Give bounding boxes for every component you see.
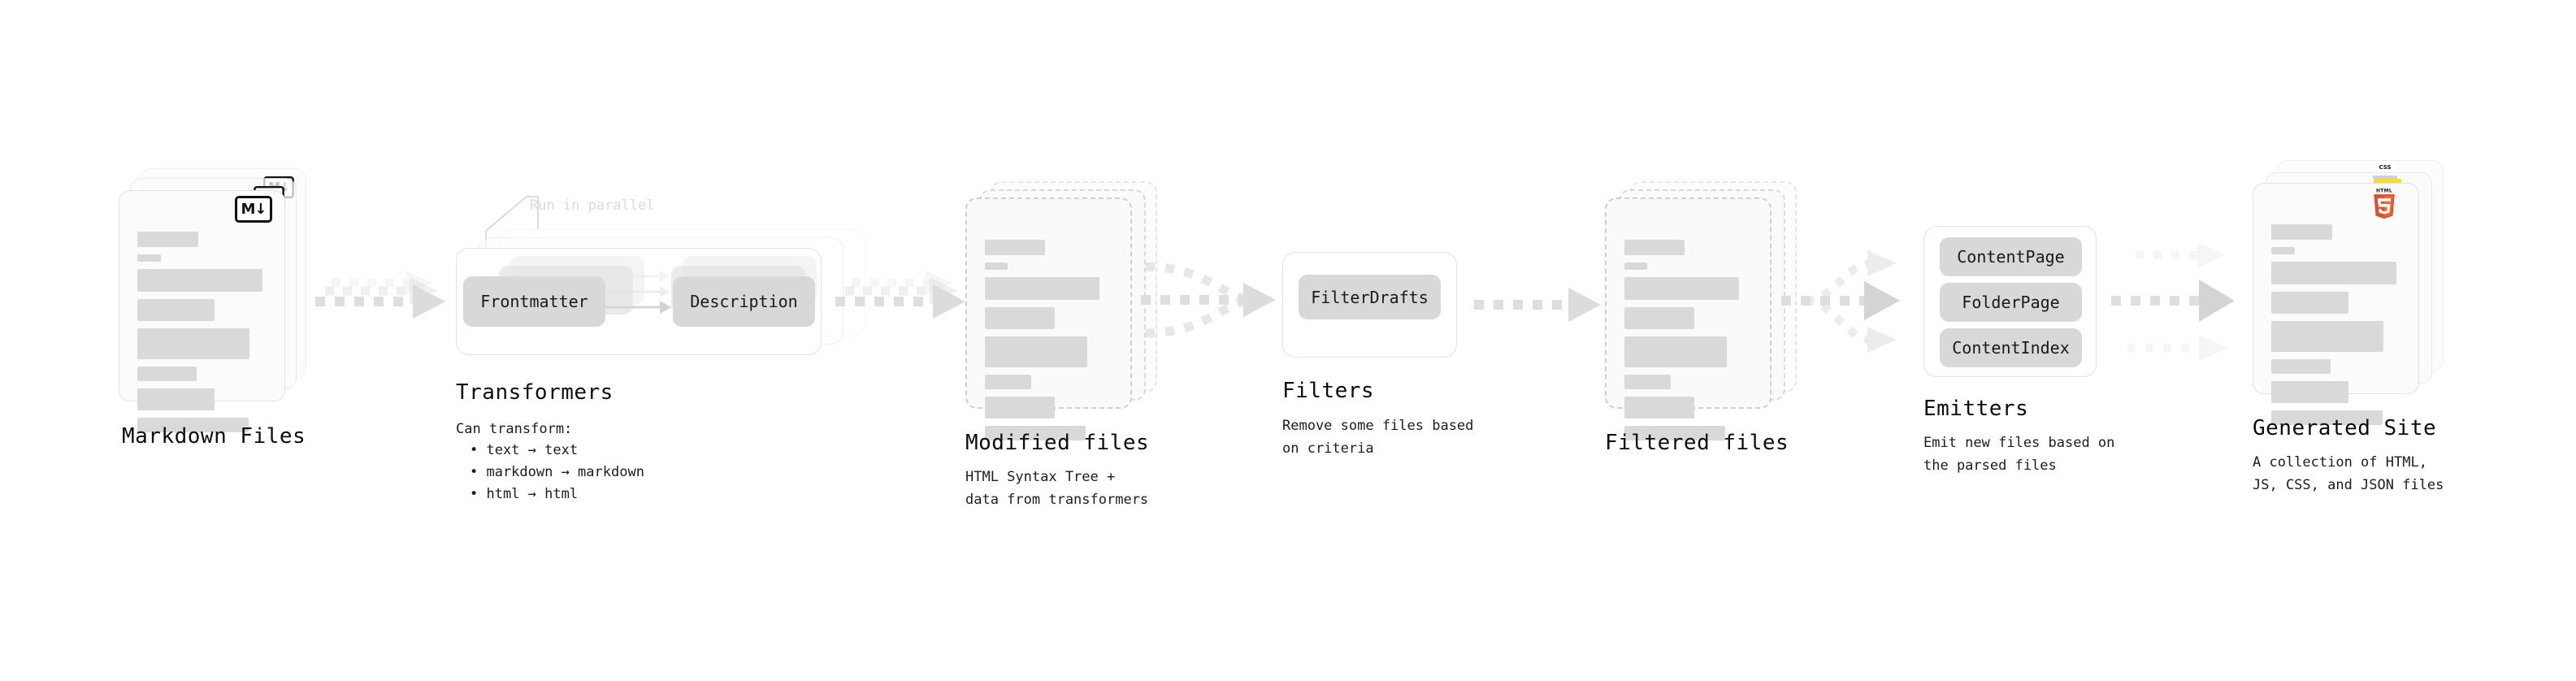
markdown-files-title: Markdown Files [122,424,306,449]
transformers-bullet-1: • text → text [470,442,579,458]
transformer-chip-description[interactable]: Description [673,276,815,327]
modified-files-subtitle: HTML Syntax Tree + data from transformer… [965,469,1149,509]
emitter-chip-folderpage[interactable]: FolderPage [1940,283,2082,322]
markdown-card-body [119,191,284,432]
filtered-files-title: Filtered files [1605,431,1789,455]
filtered-card-front [1605,197,1772,440]
site-card-front [2253,183,2419,425]
generated-site-title: Generated Site [2253,416,2437,440]
generated-site-subtitle: A collection of HTML, JS, CSS, and JSON … [2253,454,2444,494]
transformers-subtitle: Can transform: [456,421,573,437]
modified-files-title: Modified files [965,431,1150,455]
run-in-parallel-note: Run in parallel [530,197,655,214]
emitters-title: Emitters [1923,397,2029,421]
transformers-bullet-2: • markdown → markdown [470,464,644,480]
emitter-chip-contentindex[interactable]: ContentIndex [1940,328,2082,367]
connector-transformers-to-modified [835,271,965,319]
transformer-chip-frontmatter[interactable]: Frontmatter [463,276,605,327]
filter-chip-filterdrafts[interactable]: FilterDrafts [1299,275,1441,319]
connector-emitters-to-site [2111,242,2235,361]
svg-text:HTML: HTML [2376,189,2392,193]
html5-icon: HTML [2374,189,2395,219]
connector-filters-to-filtered [1474,288,1601,322]
modified-card-front [965,197,1132,440]
markdown-card-front [119,190,285,432]
modified-card-body [967,199,1130,440]
filters-subtitle: Remove some files based on criteria [1282,418,1474,458]
markdown-badge-front: M↓ [235,196,272,223]
run-in-parallel-leader [485,196,539,249]
connector-md-to-transformers [315,271,445,319]
filters-title: Filters [1282,379,1375,403]
transformers-title: Transformers [456,380,614,405]
emitters-subtitle: Emit new files based on the parsed files [1923,435,2115,475]
transformers-bullet-3: • html → html [470,486,579,502]
site-card-body [2253,184,2418,425]
filtered-card-body [1607,199,1770,440]
connector-filtered-to-emitters [1781,250,1900,353]
emitter-chip-contentpage[interactable]: ContentPage [1940,237,2082,276]
connector-modified-to-filters [1141,262,1276,338]
